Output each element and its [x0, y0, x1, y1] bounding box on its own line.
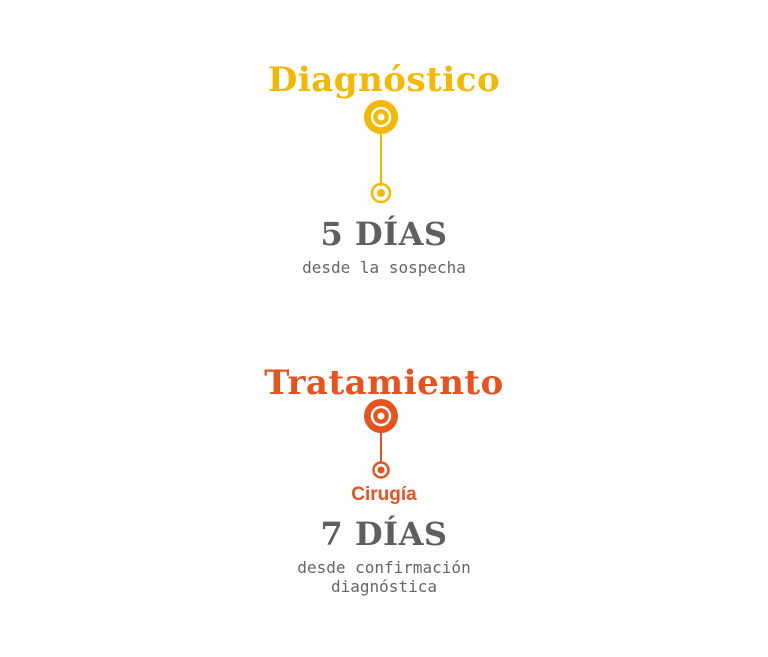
diagnostico-subtitle: desde la sospecha: [302, 258, 466, 277]
diagnostico-days: 5 DÍAS: [320, 215, 448, 253]
diagnostico-start-node-icon: [364, 100, 398, 134]
tratamiento-step-label: Cirugía: [351, 484, 417, 505]
tratamiento-subtitle-line2: diagnóstica: [331, 577, 437, 596]
tratamiento-subtitle: desde confirmación diagnóstica: [297, 558, 470, 596]
tratamiento-end-node-icon: [372, 461, 390, 479]
tratamiento-start-node-icon: [364, 399, 398, 433]
tratamiento-days: 7 DÍAS: [320, 515, 448, 553]
diagnostico-end-node-icon: [370, 182, 392, 204]
tratamiento-subtitle-line1: desde confirmación: [297, 558, 471, 577]
diagnostico-title: Diagnóstico: [267, 60, 501, 100]
tratamiento-title: Tratamiento: [264, 363, 504, 403]
